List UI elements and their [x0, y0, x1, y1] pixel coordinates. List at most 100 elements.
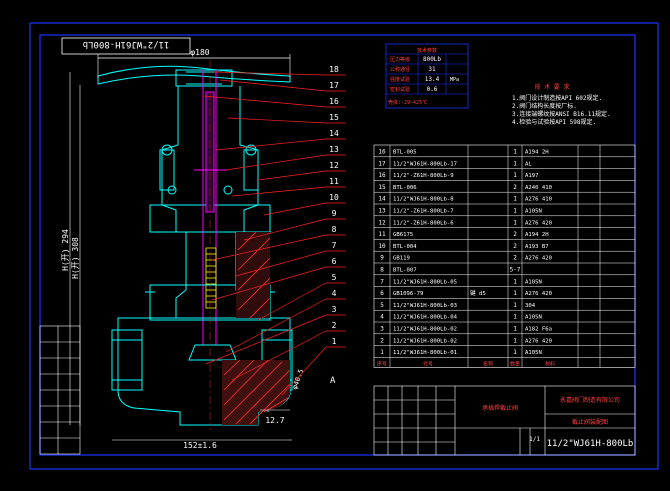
parts-header-cell: 材料	[545, 360, 555, 367]
parts-cell: A276 420	[525, 338, 552, 344]
balloon-leader-line	[227, 117, 327, 124]
parts-cell: 11/2"WJ61H-800Lb-02	[393, 338, 457, 344]
tech-notes-title: 技 术 要 求	[535, 83, 570, 91]
balloon-leader-line	[281, 346, 327, 396]
tech-note-line: 3.连接端螺纹按ANSI B16.11规定.	[512, 110, 611, 118]
parts-cell: A240 410	[525, 185, 552, 191]
parts-cell: 304	[525, 303, 536, 309]
parts-cell: 16	[378, 149, 386, 156]
tech-note-line: 1.阀门设计制造按API 602规定.	[512, 94, 602, 102]
dim-top-text: φ180	[190, 48, 209, 57]
parts-cell: BTL-006	[393, 185, 417, 191]
balloon-leader-line	[231, 186, 327, 197]
parts-cell: A276 420	[525, 256, 552, 262]
parts-cell: BTL-005	[393, 150, 417, 156]
balloon-number: 3	[332, 305, 337, 314]
balloon-leader-line	[263, 202, 327, 216]
parts-cell: 12	[378, 219, 386, 226]
title-block-product: 承插焊截止阀	[482, 404, 518, 412]
tech-notes: 技 术 要 求 1.阀门设计制造按API 602规定.2.阀门结构长度按厂标.3…	[512, 83, 611, 126]
parts-cell: A105N	[525, 315, 542, 321]
parts-cell: 2	[513, 231, 517, 238]
parts-cell: 9	[380, 255, 384, 262]
parts-cell: 15	[378, 184, 386, 191]
spec-label: 压力等级	[390, 56, 410, 63]
parts-cell: 11/2"-Z61H-800Lb-9	[393, 173, 454, 179]
parts-cell: 3	[380, 326, 384, 333]
parts-cell: GB1096-79	[393, 291, 423, 297]
parts-header-cell: 序号	[377, 360, 387, 367]
parts-cell: GB6175	[393, 232, 413, 238]
parts-cell: 1	[513, 302, 517, 309]
parts-cell: 2	[513, 184, 517, 191]
parts-cell: 13	[378, 208, 386, 215]
balloon-leader-line	[225, 298, 327, 353]
parts-cell: 14	[378, 196, 386, 203]
parts-cell: A197	[525, 173, 538, 179]
parts-cell: 2	[513, 243, 517, 250]
parts-cell: 8	[380, 267, 384, 274]
stem	[194, 70, 228, 345]
parts-cell: A276 420	[525, 220, 552, 226]
spec-value: 800Lb	[423, 56, 441, 63]
spec-value: 31	[428, 66, 436, 73]
handwheel	[97, 65, 291, 87]
spec-value: 0.6	[427, 86, 438, 93]
spec-header: 技术参数	[417, 47, 437, 54]
parts-cell: 1	[513, 196, 517, 203]
parts-cell: 7	[380, 278, 384, 285]
balloon-number: 13	[329, 145, 339, 154]
balloon-number: 14	[329, 129, 339, 138]
balloon-number: 12	[329, 161, 339, 170]
parts-cell: 1	[513, 219, 517, 226]
spec-unit: MPa	[450, 77, 459, 83]
balloon-number: 5	[332, 273, 337, 282]
parts-cell: A194 2H	[525, 232, 549, 238]
parts-cell: 5	[380, 302, 384, 309]
balloon-number: 4	[332, 289, 337, 298]
parts-cell: 2	[513, 255, 517, 262]
parts-header-cell: 名称	[483, 360, 493, 367]
spec-label: 公称通径	[390, 66, 410, 73]
balloon-leader-line	[203, 95, 327, 108]
balloon-leader-line	[211, 266, 327, 301]
parts-cell: A276 420	[525, 291, 552, 297]
balloon-leader-line	[219, 79, 327, 92]
parts-cell: 1	[513, 278, 517, 285]
balloon-leader-line	[257, 170, 327, 181]
balloon-leader-line	[257, 282, 327, 321]
title-block-model: 11/2"WJ61H-800Lb	[547, 439, 634, 449]
parts-cell: 1	[380, 349, 384, 356]
parts-cell: 1	[513, 290, 517, 297]
parts-cell: 5-7	[510, 267, 521, 274]
parts-cell: BTL-007	[393, 268, 417, 274]
title-block	[373, 385, 636, 456]
parts-cell: 6	[380, 290, 384, 297]
parts-cell: A105N	[525, 209, 542, 215]
parts-cell: 1	[513, 172, 517, 179]
parts-cell: GB119	[393, 256, 410, 262]
dim-height-1-text: H(开) 294	[61, 229, 70, 271]
balloon-number: 7	[332, 241, 337, 250]
parts-cell: A105N	[525, 279, 542, 285]
tech-note-line: 4.检验与试验按API 598规定.	[512, 118, 596, 126]
parts-cell: 键 d5	[470, 289, 486, 297]
parts-grid	[373, 144, 636, 368]
balloon-number: 1	[332, 337, 337, 346]
spec-footer: 壳体:-29~425℃	[388, 99, 427, 106]
balloon-number: 16	[329, 97, 339, 106]
balloon-leader-line	[225, 154, 327, 171]
parts-cell: BTL-004	[393, 244, 417, 250]
parts-cell: 16	[378, 172, 386, 179]
balloon-leader-line	[211, 234, 327, 261]
parts-cell: 11/2"WJ61H-800Lb-02	[393, 327, 457, 333]
parts-cell: A182 F6a	[525, 327, 552, 333]
parts-header-cell: 数量	[510, 360, 520, 367]
view-label: A	[330, 376, 336, 386]
